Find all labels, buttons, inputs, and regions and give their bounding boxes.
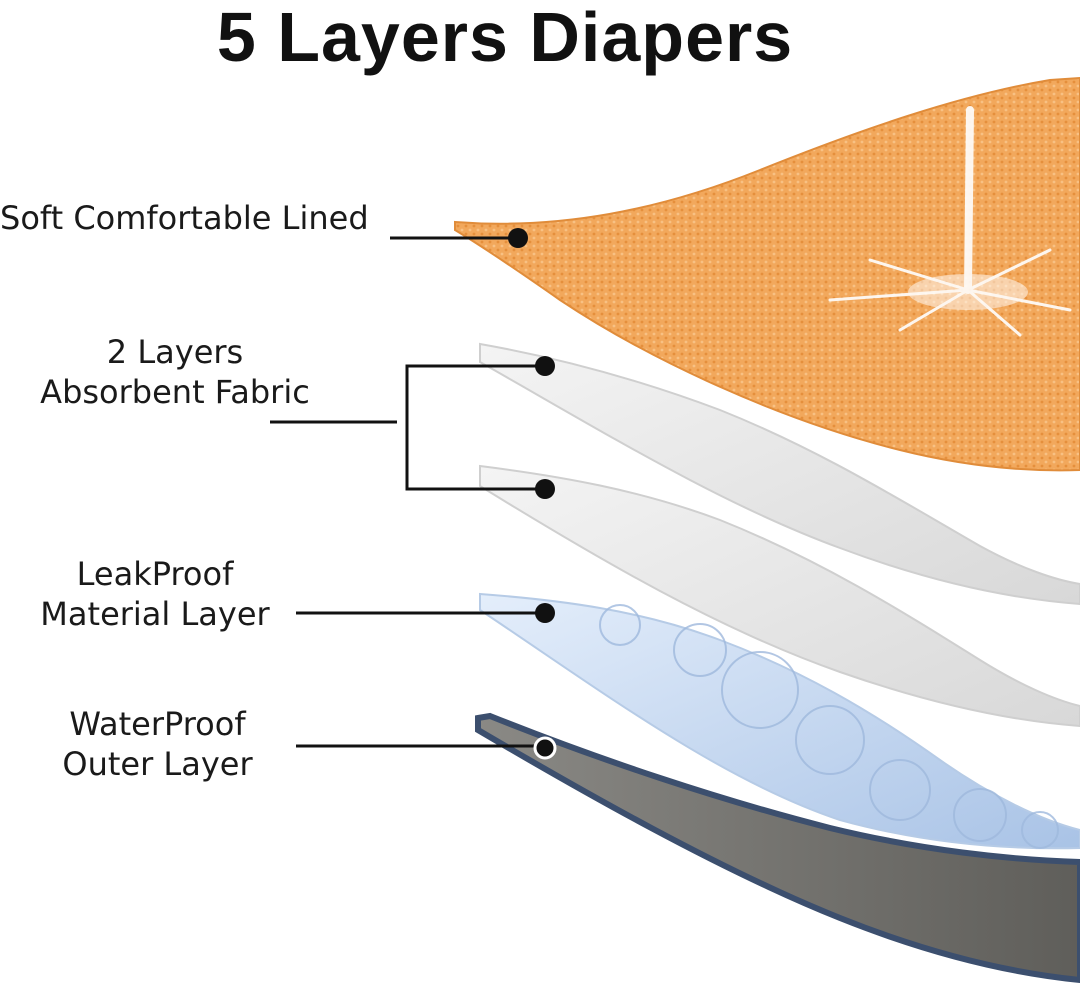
callout-lines (270, 236, 545, 748)
label-leakproof-line1: LeakProof (76, 555, 234, 593)
bubble-texture (599, 604, 1059, 849)
label-waterproof-line1: WaterProof (69, 705, 246, 743)
label-waterproof-line2: Outer Layer (62, 745, 253, 783)
diagram-title: 5 Layers Diapers (216, 0, 794, 76)
label-waterproof-outer: WaterProof Outer Layer (40, 704, 275, 784)
callout-dot-absorbent-1 (535, 356, 555, 376)
label-leakproof-material: LeakProof Material Layer (25, 554, 285, 634)
label-absorbent-fabric: 2 Layers Absorbent Fabric (20, 332, 330, 412)
callout-dot-soft (508, 228, 528, 248)
absorbent-fabric-layer-1 (479, 342, 1080, 606)
label-leakproof-line2: Material Layer (40, 595, 270, 633)
soft-lined-layer (454, 76, 1080, 472)
callout-dot-leakproof (535, 603, 555, 623)
absorbent-fabric-layer-2 (479, 464, 1080, 728)
water-splash (828, 106, 1072, 337)
callout-dot-waterproof (533, 736, 557, 760)
label-absorbent-line1: 2 Layers (106, 333, 244, 371)
callout-dot-absorbent-2 (535, 479, 555, 499)
label-soft-comfortable-lined: Soft Comfortable Lined (0, 199, 369, 237)
label-absorbent-line2: Absorbent Fabric (40, 373, 310, 411)
callout-dots (508, 228, 557, 760)
